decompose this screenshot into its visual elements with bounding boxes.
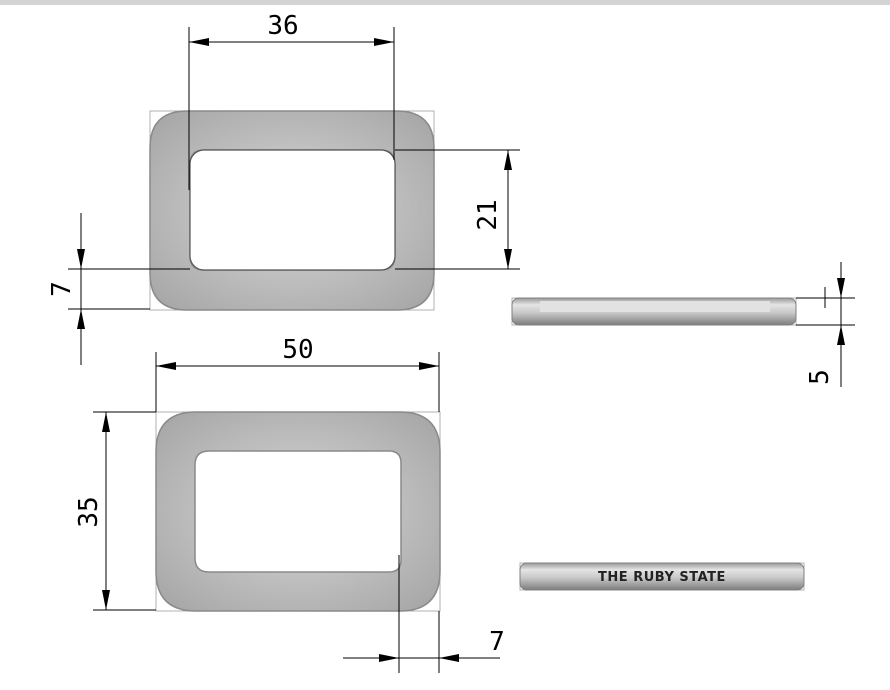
dimension-inner-height: 21 xyxy=(395,149,520,270)
bottom-view-frame xyxy=(155,411,441,612)
dimension-label-7-left: 7 xyxy=(47,281,77,297)
side-view-highlight xyxy=(540,301,770,312)
dimension-label-50: 50 xyxy=(282,335,313,365)
dimension-label-36: 36 xyxy=(267,11,298,41)
dimension-inner-width: 36 xyxy=(188,11,395,190)
top-view-opening xyxy=(189,149,396,271)
edge-view-body xyxy=(519,562,805,591)
dimension-label-35: 35 xyxy=(74,496,104,527)
dimension-label-21: 21 xyxy=(473,199,503,230)
dimension-label-7-bottom: 7 xyxy=(489,627,505,657)
edge-view: THE RUBY STATE xyxy=(519,562,805,591)
dimension-frame-thickness-bottom: 7 xyxy=(343,555,505,673)
dimension-frame-thickness-top: 7 xyxy=(47,213,190,365)
top-toolbar-strip xyxy=(0,0,890,5)
bottom-view xyxy=(155,411,441,612)
dimension-thickness: 5 xyxy=(796,262,855,387)
side-view xyxy=(511,297,797,326)
dimension-label-5: 5 xyxy=(805,369,835,385)
top-view xyxy=(149,110,435,311)
dimension-outer-height: 35 xyxy=(74,411,156,611)
dimension-outer-width: 50 xyxy=(155,335,440,412)
engraving-text: THE RUBY STATE xyxy=(598,570,726,585)
